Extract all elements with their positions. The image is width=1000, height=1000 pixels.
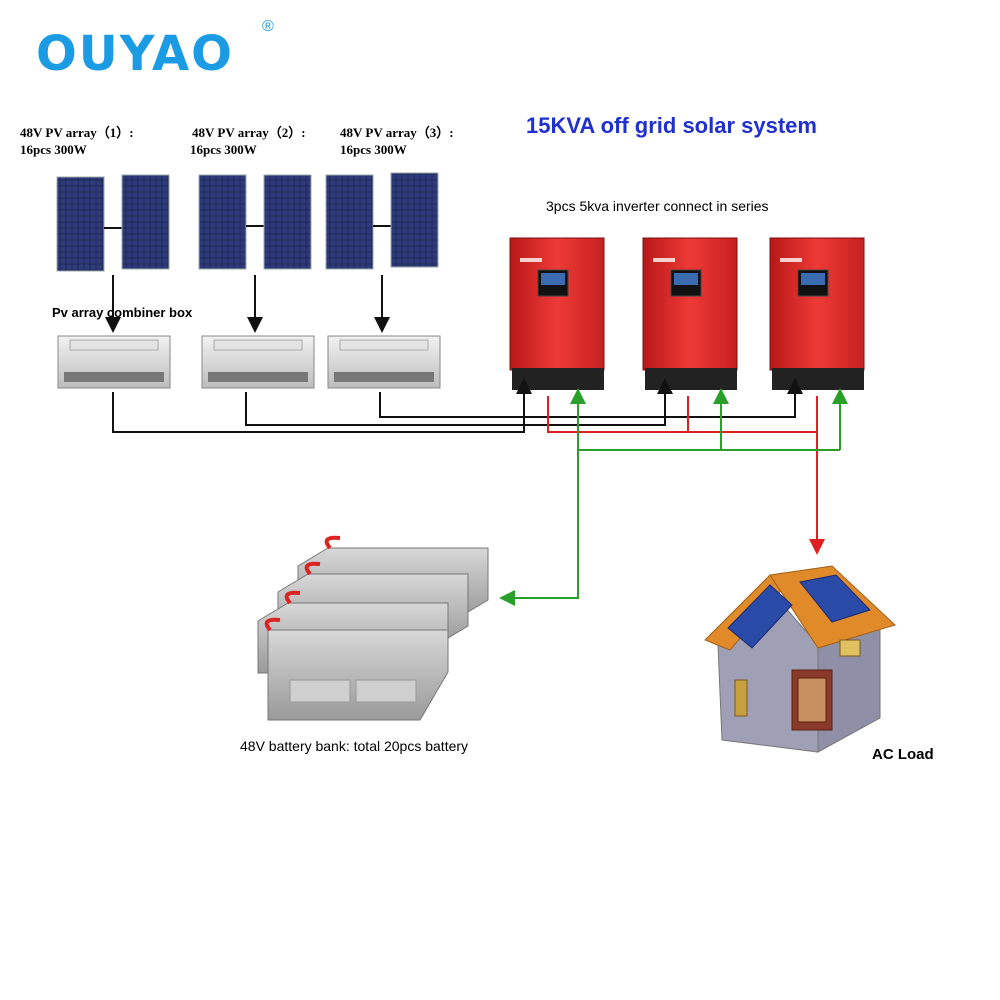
solar-panel-icon: [198, 174, 247, 270]
pv-array-2-label-line1: 48V PV array（2）:: [192, 125, 306, 140]
pv-array-1-label-line1: 48V PV array（1）:: [20, 125, 134, 140]
ac-output-wires: [547, 396, 825, 555]
solar-panel-icon: [325, 174, 374, 270]
solar-panel-icon: [263, 174, 312, 270]
pv2-dc-wire: [245, 378, 673, 426]
pv3-dc-wire: [379, 378, 803, 418]
pv-array-3: [325, 172, 439, 270]
pv-array-1: [56, 174, 170, 272]
house-icon: [704, 565, 910, 753]
battery-dc-wires: [499, 388, 848, 606]
battery-bank: [257, 535, 489, 721]
inverter-icon: [642, 237, 738, 390]
pv1-dc-wire: [112, 378, 532, 433]
solar-panel-icon: [121, 174, 170, 270]
diagram-title: 15KVA off grid solar system: [526, 113, 817, 138]
registered-mark: ®: [262, 18, 274, 35]
pv-array-3-label-line1: 48V PV array（3）:: [340, 125, 454, 140]
combiner-box-icon: [327, 335, 441, 389]
pv-array-3-label-line2: 16pcs 300W: [340, 142, 407, 157]
brand-logo: OUYAO: [36, 26, 234, 82]
battery-icon: [264, 617, 449, 721]
battery-bank-label: 48V battery bank: total 20pcs battery: [240, 738, 469, 754]
combiner-box-label: Pv array combiner box: [52, 305, 193, 320]
combiner-box-icon: [201, 335, 315, 389]
inverter-icon: [509, 237, 605, 390]
pv-array-2: [198, 174, 312, 270]
pv-array-2-label-line2: 16pcs 300W: [190, 142, 257, 157]
inverter-label: 3pcs 5kva inverter connect in series: [546, 198, 769, 214]
solar-panel-icon: [390, 172, 439, 268]
solar-panel-icon: [56, 176, 105, 272]
combiner-box-icon: [57, 335, 171, 389]
inverter-icon: [769, 237, 865, 390]
ac-load-label: AC Load: [872, 746, 934, 763]
pv-array-1-label-line2: 16pcs 300W: [20, 142, 87, 157]
